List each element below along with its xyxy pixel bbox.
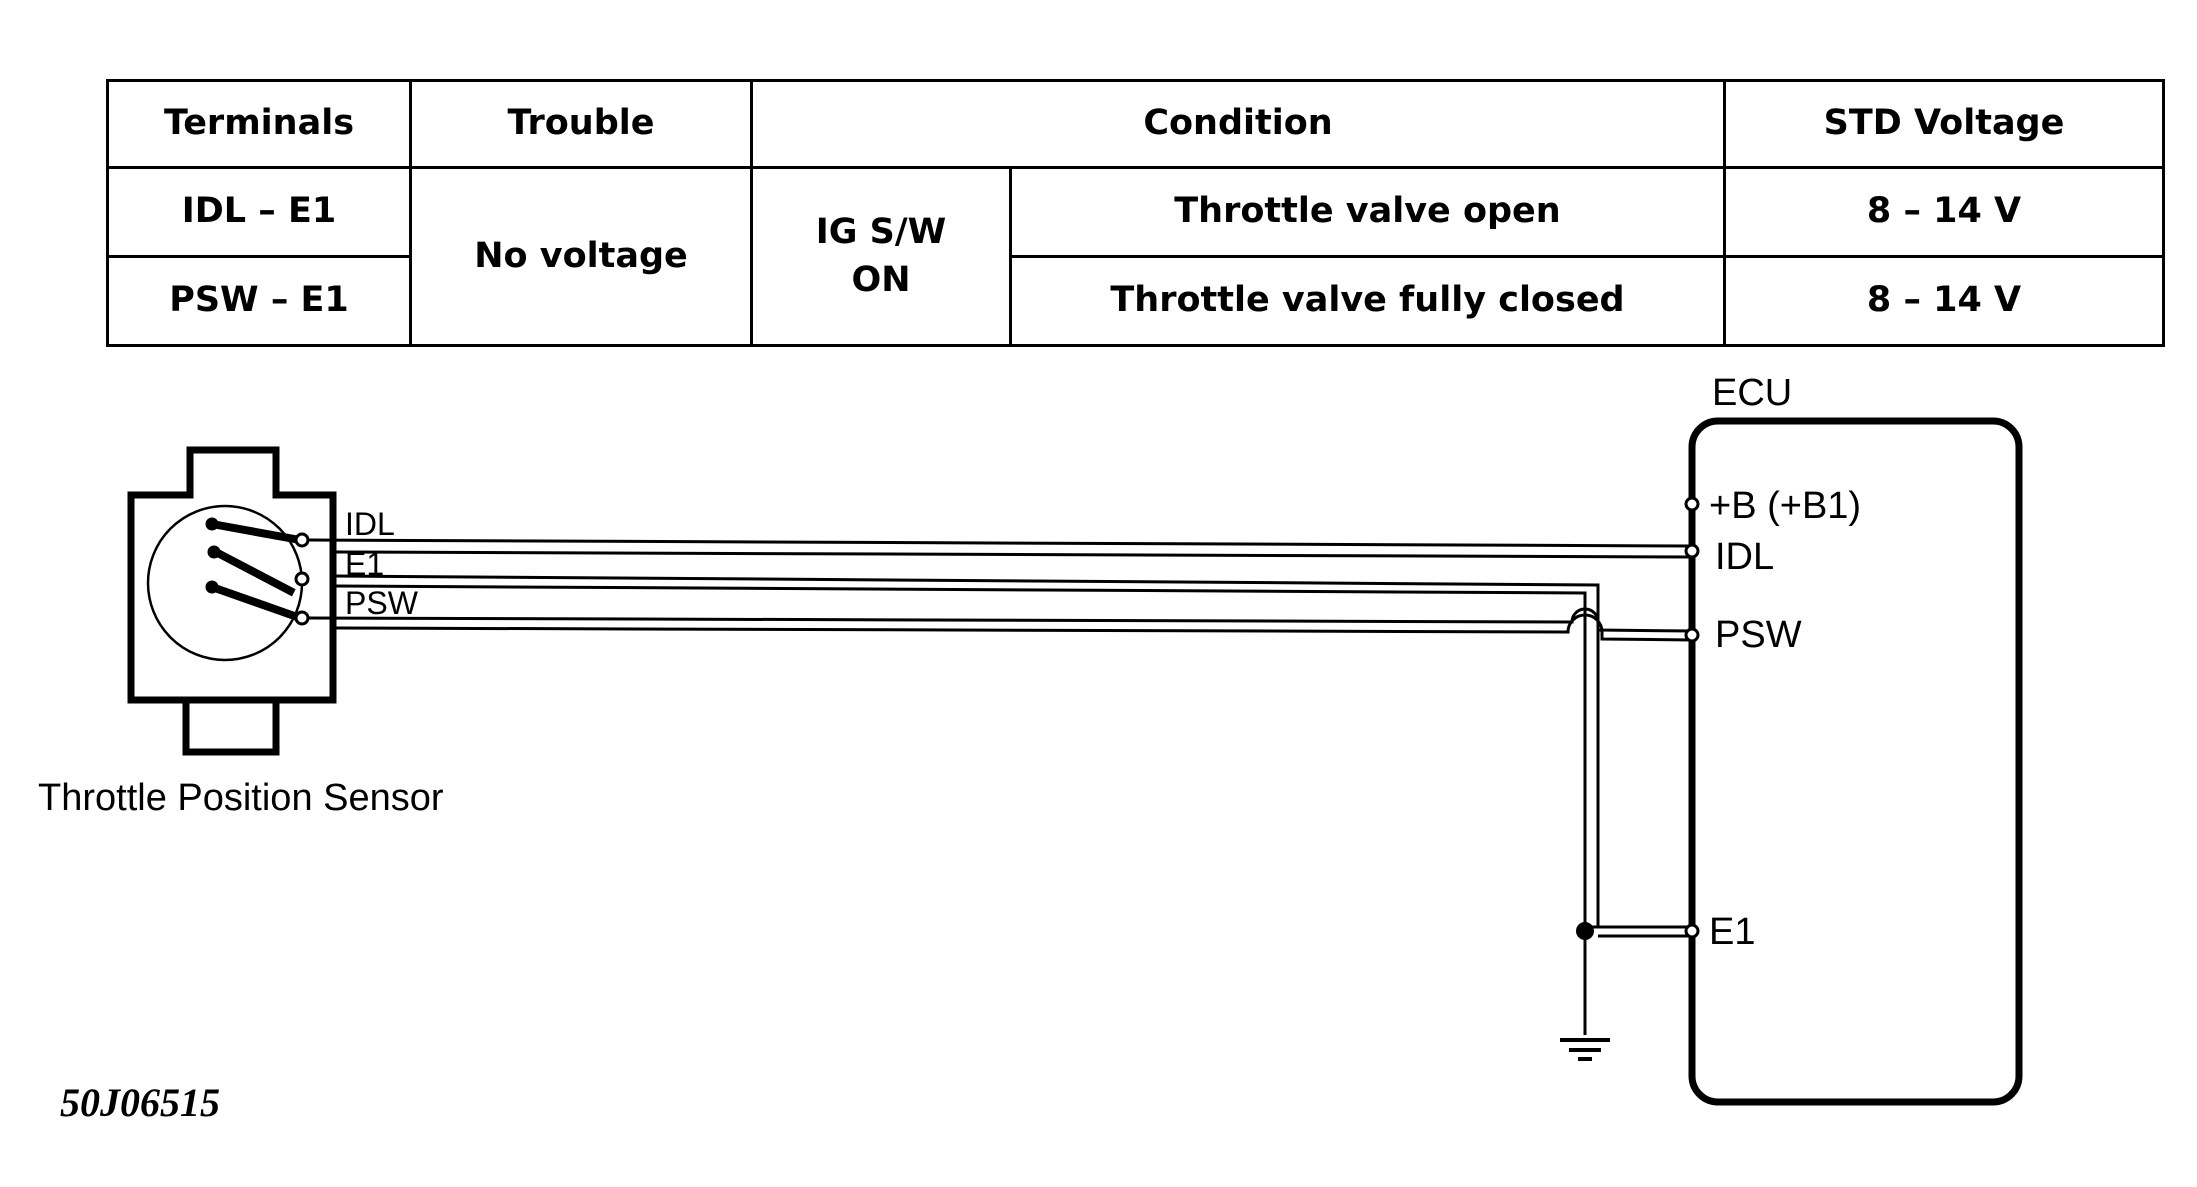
cell-condition-detail: Throttle valve open [1008, 166, 1727, 258]
ground-icon [1560, 1038, 1610, 1061]
header-trouble: Trouble [409, 79, 753, 169]
table-row: IDL – E1 No voltage IG S/W ON Throttle v… [106, 166, 2166, 347]
wire-idl-bottom [334, 550, 1693, 559]
wiring [307, 538, 1693, 1035]
ecu-label-e1: E1 [1709, 911, 1755, 953]
ecu-label-b: +B (+B1) [1709, 485, 1861, 527]
ecu-terminal-e1 [1684, 923, 1700, 939]
cell-terminals: PSW – E1 [106, 255, 412, 347]
sensor-name-label: Throttle Position Sensor [38, 777, 444, 819]
cell-condition-detail: Throttle valve fully closed [1008, 255, 1727, 347]
sensor-housing [127, 446, 337, 704]
wire-e1-bottom [334, 584, 1587, 1035]
ecu-terminals [1684, 496, 1700, 939]
sensor-pivot-psw [205, 580, 219, 594]
sensor-terminal-psw [294, 610, 310, 626]
cell-std-voltage: 8 – 14 V [1723, 166, 2166, 258]
sensor-lower-tab [182, 700, 280, 756]
ecu-label-psw: PSW [1715, 614, 1802, 656]
sensor-label-psw: PSW [345, 585, 419, 621]
sensor-label-idl: IDL [345, 506, 395, 542]
ecu-box [1688, 417, 2023, 1106]
ecu-terminal-idl [1684, 543, 1700, 559]
header-std-voltage: STD Voltage [1723, 79, 2166, 169]
throttle-position-sensor [127, 446, 337, 756]
sensor-contact-idl [211, 520, 301, 544]
cell-trouble: No voltage [409, 166, 753, 347]
sensor-contact-e1 [210, 546, 296, 597]
sensor-pivot-idl [205, 517, 219, 531]
e1-junction-dot [1576, 922, 1594, 940]
wire-idl-top [307, 538, 1693, 548]
header-terminals: Terminals [106, 79, 412, 169]
table-row: PSW – E1 Throttle valve fully closed 8 –… [106, 255, 2166, 347]
ecu-label-idl: IDL [1715, 536, 1774, 578]
cell-condition-prefix: IG S/W ON [750, 166, 1012, 347]
sensor-terminal-idl [294, 532, 310, 548]
sensor-terminal-e1 [294, 571, 310, 587]
cell-std-voltage: 8 – 14 V [1723, 255, 2166, 347]
header-condition: Condition [749, 79, 1727, 169]
ecu-title: ECU [1712, 372, 1792, 414]
sensor-contact-psw [210, 583, 302, 622]
wire-psw-bottom [334, 613, 1693, 642]
condition-prefix-line2: ON [851, 259, 911, 300]
condition-prefix-line1: IG S/W [815, 212, 947, 253]
voltage-spec-table: Terminals Trouble Condition STD Voltage … [106, 79, 2166, 347]
ecu-terminal-psw [1684, 627, 1700, 643]
figure-id: 50J06515 [60, 1080, 220, 1125]
sensor-pivot-e1 [207, 545, 221, 559]
ecu-terminal-b [1684, 496, 1700, 512]
table-header-row: Terminals Trouble Condition STD Voltage [106, 79, 2166, 169]
wire-e1-top [334, 574, 1600, 927]
cell-terminals: IDL – E1 [106, 166, 412, 258]
